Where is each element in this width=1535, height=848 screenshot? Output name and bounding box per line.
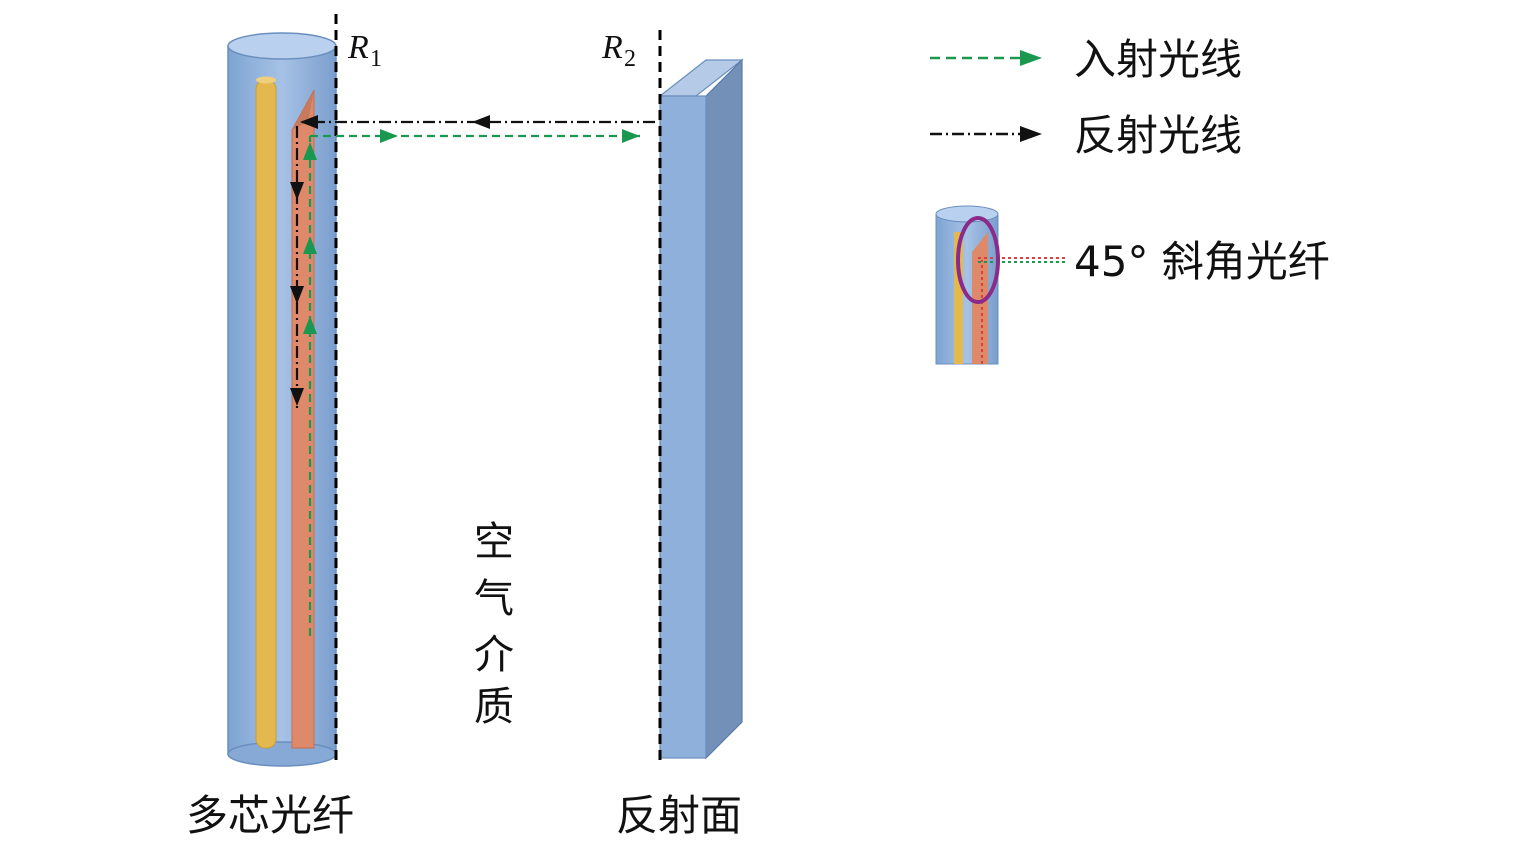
svg-text:质: 质 [474, 684, 514, 730]
incident-rays [303, 129, 640, 636]
reflected-rays [290, 115, 655, 410]
svg-text:反射光线: 反射光线 [1074, 111, 1242, 160]
svg-text:45° 斜角光纤: 45° 斜角光纤 [1074, 237, 1330, 286]
svg-text:1: 1 [370, 46, 382, 72]
reflector-slab [658, 58, 744, 760]
svg-text:2: 2 [624, 46, 636, 72]
reflector-label: 反射面 [616, 791, 742, 840]
legend-angled-fiber: 45° 斜角光纤 [935, 205, 1330, 365]
fiber-label: 多芯光纤 [186, 791, 354, 840]
r2-label: R 2 [601, 29, 636, 72]
svg-text:介: 介 [474, 632, 514, 678]
r1-label: R 1 [347, 29, 382, 72]
highlight-ring [956, 216, 1000, 304]
svg-text:空: 空 [474, 519, 514, 565]
legend-incident: 入射光线 [930, 35, 1242, 84]
angled-core [291, 89, 315, 749]
multicore-fiber [227, 32, 337, 767]
svg-text:R: R [601, 29, 623, 66]
svg-text:气: 气 [474, 576, 514, 622]
svg-text:R: R [347, 29, 369, 66]
legend-reflected: 反射光线 [930, 111, 1242, 160]
legend: 入射光线 反射光线 45° 斜角光纤 [930, 35, 1330, 365]
svg-text:入射光线: 入射光线 [1074, 35, 1242, 84]
air-medium-label: 空 气 介 质 [474, 519, 514, 730]
yellow-core [255, 76, 277, 749]
